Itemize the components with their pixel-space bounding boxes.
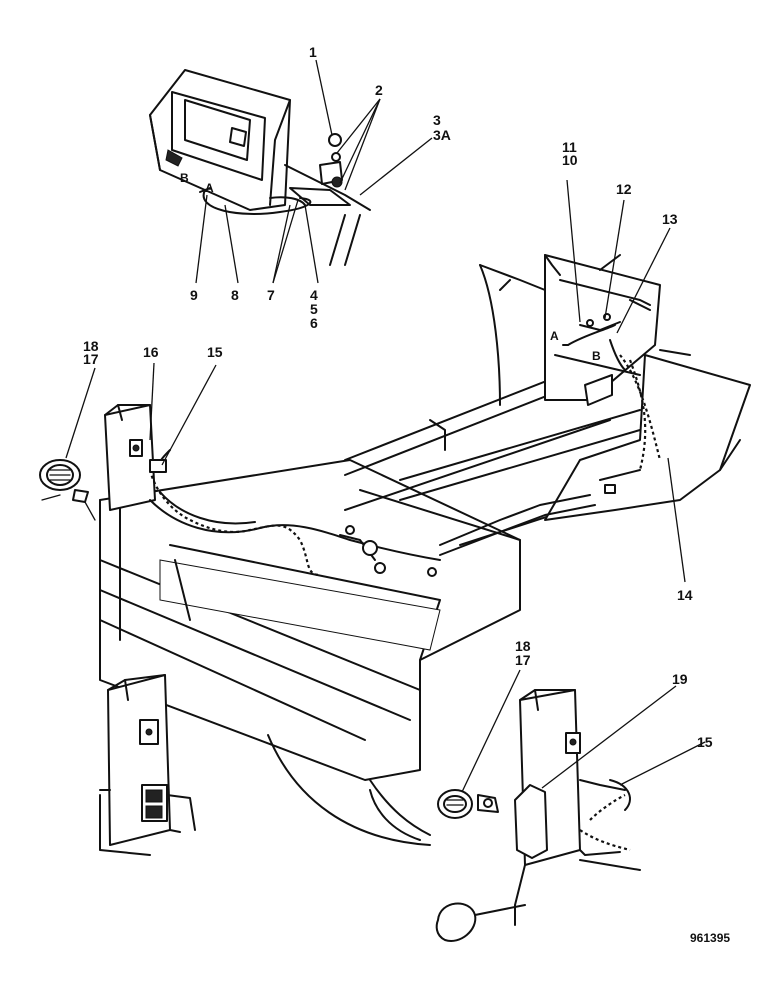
callout-6: 6	[310, 315, 318, 331]
callout-13: 13	[662, 211, 678, 227]
connector-ref-a-cab: A	[550, 329, 559, 343]
leader-lines	[65, 59, 706, 793]
callout-14: 14	[677, 587, 693, 603]
callout-19: 19	[672, 671, 688, 687]
connector-ref-a-top: A	[205, 181, 214, 195]
connector-ref-b-top: B	[180, 171, 189, 185]
callout-labels: 1 2 3 3A 4 5 6 7 8 9 10 11 12 13 14 15 1…	[83, 44, 713, 750]
callout-8: 8	[231, 287, 239, 303]
callout-10: 10	[562, 152, 578, 168]
callout-9: 9	[190, 287, 198, 303]
callout-5: 5	[310, 301, 318, 317]
callout-1: 1	[309, 44, 317, 60]
left-lamp	[39, 459, 96, 521]
inset-lamp-bracket-detail	[435, 689, 641, 942]
callout-15-upper: 15	[207, 344, 223, 360]
cab-harness	[562, 313, 626, 371]
callout-3: 3	[433, 112, 441, 128]
callout-2: 2	[375, 82, 383, 98]
callout-3a: 3A	[433, 127, 451, 143]
callout-12: 12	[616, 181, 632, 197]
drawing-number: 961395	[690, 931, 730, 945]
inset-post-detail	[99, 674, 196, 856]
callout-7: 7	[267, 287, 275, 303]
callout-16: 16	[143, 344, 159, 360]
connector-reference-labels: A B A B	[180, 171, 601, 363]
callout-15-lower: 15	[697, 734, 713, 750]
callout-11: 11	[562, 139, 577, 155]
callout-4: 4	[310, 287, 318, 303]
wiring-harness	[148, 354, 662, 577]
connector-ref-b-cab: B	[592, 349, 601, 363]
callout-17-upper: 17	[83, 351, 99, 367]
chassis-frame	[99, 254, 751, 846]
callout-18-upper: 18	[83, 338, 99, 354]
switch-panel-detail	[149, 69, 371, 266]
callout-18-lower: 18	[515, 638, 531, 654]
callout-17-lower: 17	[515, 652, 531, 668]
